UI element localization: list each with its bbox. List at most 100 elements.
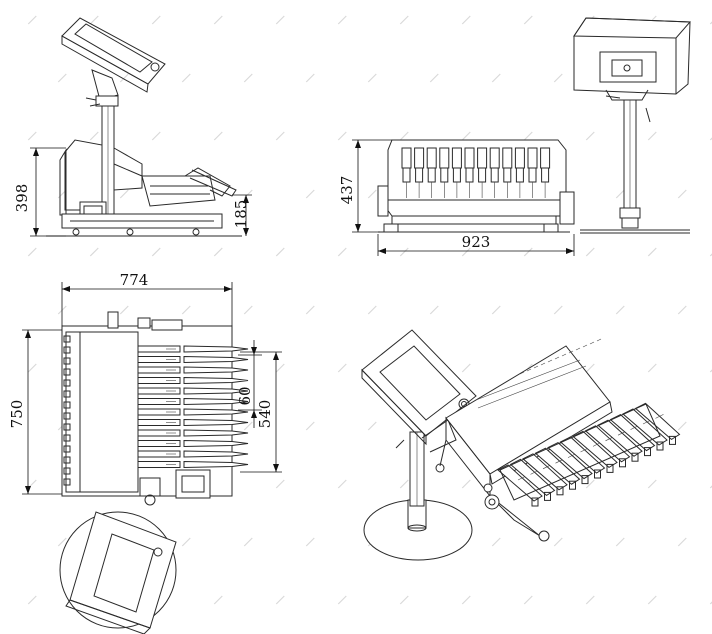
top-inner-chute <box>137 461 181 468</box>
watermark-mark <box>615 537 625 547</box>
watermark-mark <box>677 189 687 199</box>
watermark-mark <box>243 537 253 547</box>
watermark-mark <box>337 363 347 373</box>
watermark-mark <box>57 73 67 83</box>
watermark-mark <box>647 479 657 489</box>
watermark-mark <box>243 305 253 315</box>
watermark-mark <box>647 595 657 605</box>
side-body <box>64 139 103 211</box>
iso-chute-gate <box>594 469 601 479</box>
top-outer-chute <box>183 397 249 406</box>
watermark-mark <box>213 131 223 141</box>
watermark-pattern <box>27 15 712 605</box>
side-view: 398 185 <box>13 17 252 237</box>
top-tooth <box>63 357 71 365</box>
watermark-mark <box>275 363 285 373</box>
iso-chute-gate <box>619 458 626 468</box>
iso-chute <box>584 425 631 463</box>
watermark-mark <box>213 247 223 257</box>
watermark-mark <box>461 479 471 489</box>
watermark-mark <box>181 73 191 83</box>
watermark-mark <box>27 15 37 25</box>
dim-side-small-height: 185 <box>232 200 250 229</box>
watermark-mark <box>275 131 285 141</box>
iso-rib <box>533 365 539 369</box>
watermark-mark <box>429 305 439 315</box>
watermark-mark <box>399 15 409 25</box>
watermark-mark <box>647 247 657 257</box>
top-tooth <box>63 390 71 398</box>
iso-chute <box>597 419 643 457</box>
top-inner-chute <box>137 450 181 458</box>
watermark-mark <box>399 247 409 257</box>
watermark-mark <box>305 421 315 431</box>
dim-front-width: 923 <box>462 233 491 251</box>
iso-rib <box>526 368 532 372</box>
watermark-mark <box>399 131 409 141</box>
watermark-mark <box>57 537 67 547</box>
watermark-mark <box>615 189 625 199</box>
top-outer-chute <box>183 355 249 364</box>
watermark-mark <box>399 479 409 489</box>
dim-side-height: 398 <box>13 184 31 213</box>
isometric-view <box>361 329 681 561</box>
iso-rib <box>519 371 525 375</box>
top-tooth <box>63 478 71 486</box>
iso-chute <box>634 402 681 441</box>
watermark-mark <box>181 305 191 315</box>
iso-chute-gate <box>569 480 576 490</box>
watermark-mark <box>523 15 533 25</box>
dim-top-small: 60 <box>236 386 254 405</box>
watermark-mark <box>461 15 471 25</box>
iso-rib <box>596 338 602 342</box>
top-tooth <box>63 379 71 387</box>
top-outer-chute <box>183 408 249 416</box>
watermark-mark <box>523 247 533 257</box>
top-outer-chute <box>183 429 249 437</box>
watermark-mark <box>305 73 315 83</box>
top-outer-chute <box>183 460 249 469</box>
watermark-mark <box>305 537 315 547</box>
iso-chute <box>609 413 656 452</box>
top-inner-chute <box>137 440 181 447</box>
watermark-mark <box>585 363 595 373</box>
watermark-mark <box>275 595 285 605</box>
watermark-mark <box>243 421 253 431</box>
watermark-mark <box>399 595 409 605</box>
top-side-teeth <box>63 335 71 486</box>
watermark-mark <box>275 479 285 489</box>
watermark-mark <box>151 247 161 257</box>
iso-chute <box>497 464 543 502</box>
watermark-mark <box>151 15 161 25</box>
watermark-mark <box>553 73 563 83</box>
monitor-front-view <box>573 17 692 234</box>
watermark-mark <box>367 189 377 199</box>
dim-top-width: 774 <box>120 271 149 289</box>
watermark-mark <box>89 131 99 141</box>
iso-chute-gate <box>644 447 651 457</box>
watermark-mark <box>181 537 191 547</box>
dim-top-mid: 540 <box>256 400 274 429</box>
watermark-mark <box>151 131 161 141</box>
iso-chute-gate <box>581 475 589 485</box>
top-tooth <box>63 467 71 475</box>
watermark-mark <box>647 363 657 373</box>
iso-chute <box>622 408 668 446</box>
iso-chute-gate <box>669 435 676 445</box>
top-inner-chute <box>137 419 181 426</box>
top-outer-chute <box>183 439 249 448</box>
top-outer-chute <box>183 450 249 458</box>
watermark-mark <box>27 247 37 257</box>
iso-chute-gate <box>544 491 551 501</box>
iso-rib <box>589 341 595 345</box>
top-tooth <box>63 368 71 376</box>
iso-top-ribs <box>519 338 602 375</box>
front-weigh-heads <box>401 147 551 198</box>
iso-chute <box>522 453 568 491</box>
top-outer-chute <box>183 387 249 395</box>
top-inner-chute <box>137 345 181 353</box>
watermark-mark <box>647 131 657 141</box>
monitor-front-bezel <box>573 17 691 95</box>
top-outer-chute <box>183 366 249 374</box>
